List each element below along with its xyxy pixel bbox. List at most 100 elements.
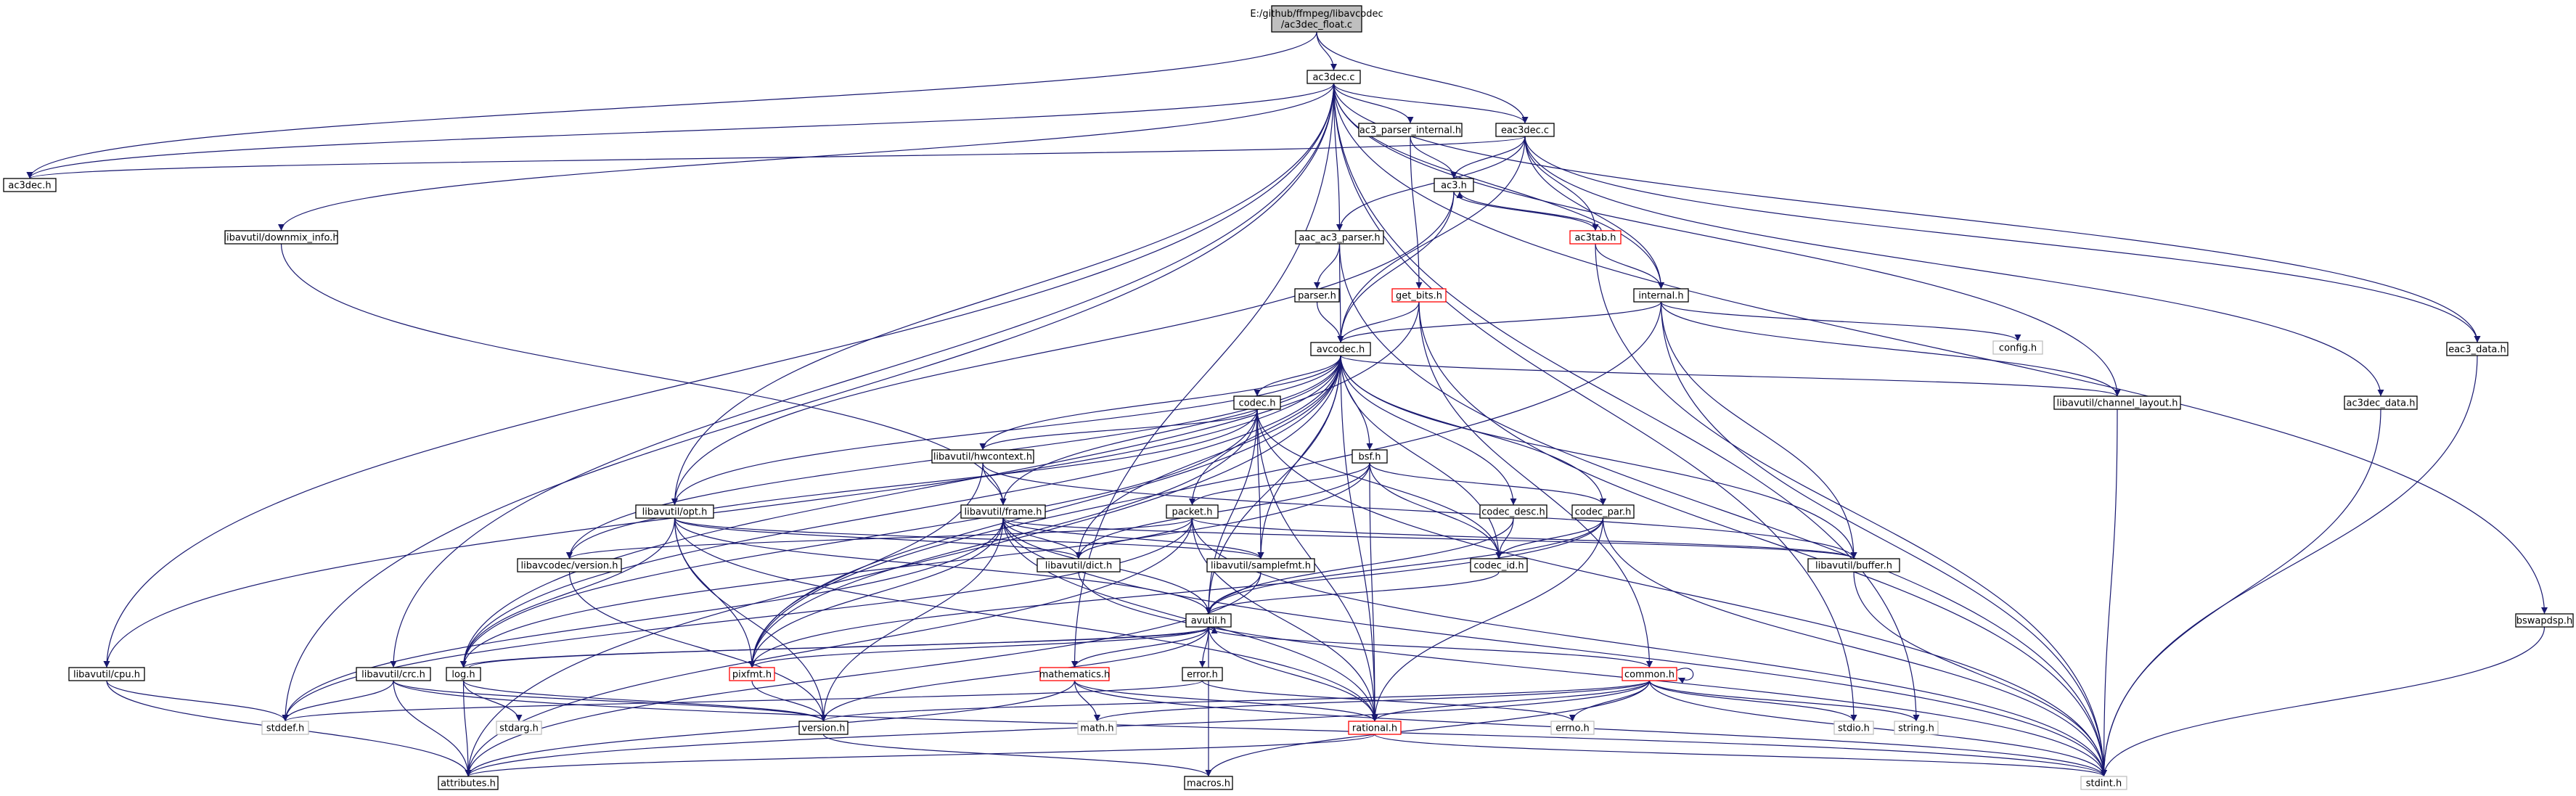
- node-ac3dec-h[interactable]: ac3dec.h: [3, 178, 57, 192]
- node-codec-h[interactable]: codec.h: [1233, 395, 1281, 410]
- node-box-bswapdsp-h: [2515, 613, 2574, 628]
- edge-common-h-to-version-h: [820, 680, 1651, 722]
- node-rational-h[interactable]: rational.h: [1348, 721, 1402, 735]
- node-parser-h[interactable]: parser.h: [1294, 288, 1340, 303]
- node-crc-h[interactable]: libavutil/crc.h: [356, 667, 431, 681]
- edge-eac3dec-c-to-aac-ac3-parser-h: [1336, 136, 1526, 231]
- edge-ac3-h-to-avcodec-h: [1337, 191, 1455, 343]
- node-box-ac3-parser-internal-h: [1358, 123, 1463, 137]
- node-label-ac3dec-h: ac3dec.h: [8, 181, 51, 192]
- node-root[interactable]: E:/github/ffmpeg/libavcodec/ac3dec_float…: [1250, 5, 1383, 33]
- edge-get-bits-h-to-log-h: [460, 301, 1420, 668]
- node-box-log-h: [446, 667, 481, 681]
- node-codec-par-h[interactable]: codec_par.h: [1571, 504, 1635, 519]
- edge-crc-h-to-stdint-h: [393, 680, 2107, 777]
- edge-avutil-h-to-version-h: [820, 626, 1209, 722]
- node-ac3dec-c[interactable]: ac3dec.c: [1307, 70, 1361, 84]
- node-common-h[interactable]: common.h: [1622, 667, 1677, 681]
- node-stdio-h: stdio.h: [1833, 721, 1874, 735]
- edge-opt-h-to-log-h: [460, 517, 676, 668]
- node-attributes-h[interactable]: attributes.h: [438, 776, 499, 790]
- edge-eac3dec-c-to-internal-h: [1524, 136, 1664, 290]
- edge-avcodec-h-to-channel-layout-h: [1340, 355, 2121, 397]
- node-label-downmix-info-h: libavutil/downmix_info.h: [224, 233, 338, 244]
- edge-aac-ac3-parser-h-to-avcodec-h: [1337, 243, 1344, 343]
- node-box-ac3dec-h: [3, 178, 57, 192]
- edge-codec-h-to-lavc-version-h: [566, 409, 1258, 559]
- node-ac3-parser-internal-h[interactable]: ac3_parser_internal.h: [1358, 123, 1463, 137]
- edge-packet-h-to-stddef-h: [282, 517, 1193, 722]
- node-bswapdsp-h[interactable]: bswapdsp.h: [2515, 613, 2574, 628]
- edge-ac3dec-c-to-bswapdsp-h: [1333, 83, 2548, 615]
- node-box-avutil-h: [1185, 613, 1232, 628]
- node-box-mathematics-h: [1039, 667, 1110, 681]
- edge-eac3-data-h-to-stdint-h: [2101, 355, 2478, 777]
- node-samplefmt-h[interactable]: libavutil/samplefmt.h: [1206, 558, 1315, 573]
- node-eac3-data-h[interactable]: eac3_data.h: [2446, 342, 2508, 356]
- node-label-crc-h: libavutil/crc.h: [361, 670, 425, 681]
- node-label-mathematics-h: mathematics.h: [1039, 670, 1111, 681]
- node-avutil-h[interactable]: avutil.h: [1185, 613, 1232, 628]
- node-box-dict-h: [1036, 558, 1121, 573]
- node-lavc-version-h[interactable]: libavcodec/version.h: [517, 558, 622, 573]
- node-ac3dec-data-h[interactable]: ac3dec_data.h: [2344, 395, 2418, 410]
- node-label-ac3-parser-internal-h: ac3_parser_internal.h: [1359, 126, 1461, 136]
- node-box-root: [1271, 5, 1362, 33]
- edge-ac3dec-c-to-ac3dec-h: [26, 83, 1335, 179]
- node-opt-h[interactable]: libavutil/opt.h: [635, 504, 714, 519]
- node-bsf-h[interactable]: bsf.h: [1352, 449, 1388, 464]
- node-label-avcodec-h: avcodec.h: [1317, 345, 1365, 356]
- node-codec-id-h[interactable]: codec_id.h: [1470, 558, 1528, 573]
- edge-common-h-to-macros-h: [1205, 680, 1651, 777]
- node-channel-layout-h[interactable]: libavutil/channel_layout.h: [2053, 395, 2181, 410]
- edge-get-bits-h-to-common-h: [1418, 301, 1653, 668]
- edge-crc-h-to-stddef-h: [282, 680, 394, 722]
- node-mathematics-h[interactable]: mathematics.h: [1039, 667, 1111, 681]
- node-downmix-info-h[interactable]: libavutil/downmix_info.h: [224, 230, 339, 245]
- edge-rational-h-to-stdint-h: [1374, 734, 2107, 777]
- node-error-h[interactable]: error.h: [1182, 667, 1223, 681]
- edge-avcodec-h-to-rational-h: [1340, 355, 1378, 722]
- node-internal-h[interactable]: internal.h: [1633, 288, 1689, 303]
- node-label-error-h: error.h: [1187, 670, 1218, 681]
- node-ac3tab-h[interactable]: ac3tab.h: [1569, 230, 1622, 245]
- edge-ac3dec-c-to-string-h: [1333, 83, 1920, 722]
- node-label-samplefmt-h: libavutil/samplefmt.h: [1211, 561, 1311, 572]
- edge-avcodec-h-to-attributes-h: [465, 355, 1341, 777]
- node-eac3dec-c[interactable]: eac3dec.c: [1495, 123, 1555, 137]
- edge-ac3dec-c-to-stdio-h: [1333, 83, 1857, 722]
- node-codec-desc-h[interactable]: codec_desc.h: [1479, 504, 1547, 519]
- edge-ac3dec-c-to-eac3dec-c: [1333, 83, 1529, 124]
- edge-avcodec-h-to-hwcontext-h: [979, 355, 1341, 451]
- node-label-codec-desc-h: codec_desc.h: [1481, 507, 1545, 518]
- node-pixfmt-h[interactable]: pixfmt.h: [729, 667, 775, 681]
- node-get-bits-h[interactable]: get_bits.h: [1391, 288, 1447, 303]
- node-log-h[interactable]: log.h: [446, 667, 481, 681]
- node-box-attributes-h: [438, 776, 499, 790]
- edge-log-h-to-attributes-h: [462, 680, 472, 777]
- node-packet-h[interactable]: packet.h: [1166, 504, 1219, 519]
- node-macros-h[interactable]: macros.h: [1184, 776, 1233, 790]
- node-version-h[interactable]: version.h: [798, 721, 849, 735]
- edge-eac3dec-c-to-ac3-h: [1450, 136, 1526, 179]
- node-hwcontext-h[interactable]: libavutil/hwcontext.h: [931, 449, 1034, 464]
- edge-avcodec-h-to-opt-h: [671, 355, 1341, 506]
- edge-bsf-h-to-rational-h: [1369, 462, 1378, 722]
- node-aac-ac3-parser-h[interactable]: aac_ac3_parser.h: [1295, 230, 1384, 245]
- node-label-stdint-h: stdint.h: [2086, 779, 2122, 789]
- node-ac3-h[interactable]: ac3.h: [1434, 178, 1474, 192]
- node-dict-h[interactable]: libavutil/dict.h: [1036, 558, 1121, 573]
- edge-ac3dec-data-h-to-stdint-h: [2101, 409, 2381, 777]
- node-avcodec-h[interactable]: avcodec.h: [1310, 342, 1371, 356]
- node-frame-h[interactable]: libavutil/frame.h: [960, 504, 1046, 519]
- node-buffer-h[interactable]: libavutil/buffer.h: [1807, 558, 1900, 573]
- node-box-internal-h: [1633, 288, 1689, 303]
- node-cpu-h[interactable]: libavutil/cpu.h: [68, 667, 145, 681]
- edge-cpu-h-to-stddef-h: [106, 680, 289, 722]
- edge-ac3dec-c-to-internal-h: [1333, 83, 1664, 290]
- node-box-common-h: [1622, 667, 1677, 681]
- node-box-config-h: [1992, 340, 2043, 355]
- edge-ac3dec-c-to-eac3-data-h: [1333, 83, 2481, 343]
- node-label-avutil-h: avutil.h: [1191, 616, 1227, 627]
- node-box-version-h: [798, 721, 849, 735]
